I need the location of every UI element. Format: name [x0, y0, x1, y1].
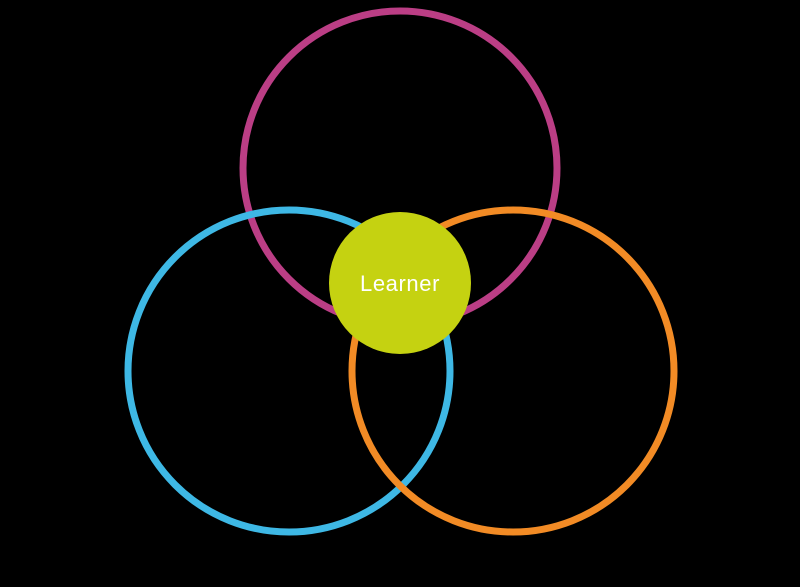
center-learner-label: Learner [360, 271, 440, 296]
bottom-right-ring-circle [348, 206, 678, 536]
bottom-left-ring-circle [124, 206, 454, 536]
center-learner-circle [329, 212, 471, 354]
